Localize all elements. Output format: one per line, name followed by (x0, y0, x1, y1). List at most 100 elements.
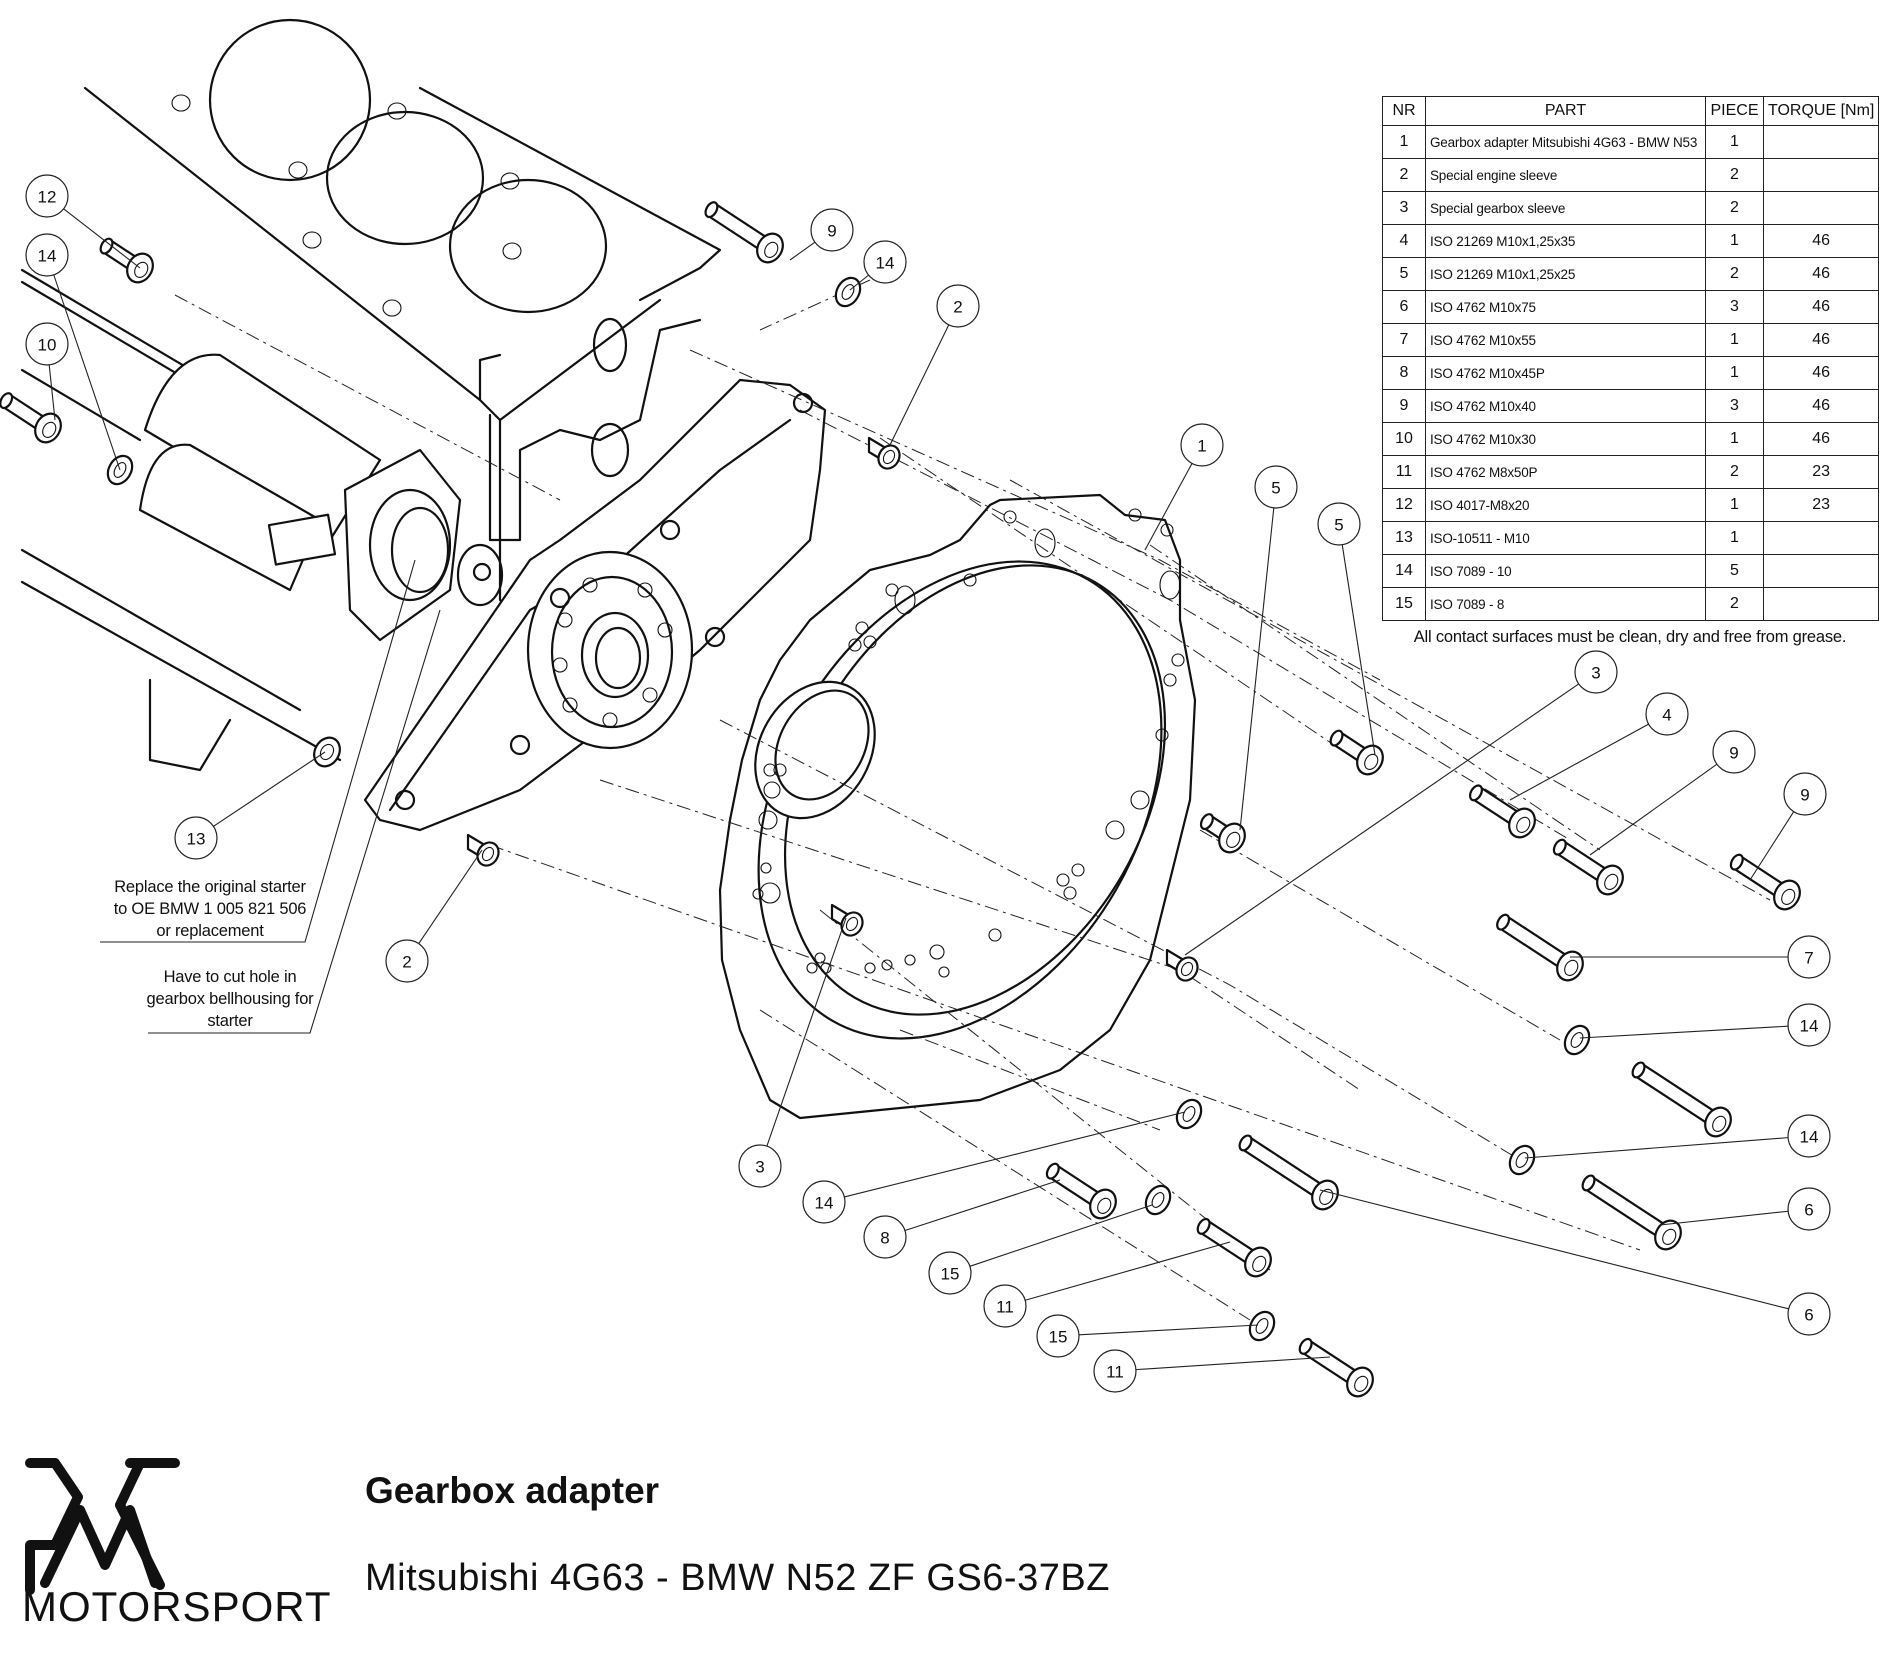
callout-balloon: 9 (1712, 730, 1756, 774)
callout-leader (789, 241, 816, 261)
cell-nr: 11 (1382, 455, 1426, 489)
callout-leader (1319, 1189, 1789, 1310)
callout-leader (1509, 723, 1649, 801)
washer-icon (1175, 1098, 1203, 1130)
callout-number: 14 (1800, 1128, 1819, 1147)
header-torque: TORQUE [Nm] (1762, 96, 1880, 126)
gearbox-adapter-plate (718, 493, 1197, 1120)
nut-icon (313, 736, 341, 768)
table-header-row: NR PART PIECE TORQUE [Nm] (1382, 96, 1880, 126)
pmc-logo-icon (25, 1458, 180, 1595)
header-piece: PIECE (1705, 96, 1764, 126)
callout-number: 9 (1729, 744, 1738, 763)
callout-leader (1144, 463, 1193, 551)
callout-number: 10 (38, 336, 57, 355)
callout-leader (1078, 1324, 1259, 1336)
cell-part: ISO 4762 M10x40 (1425, 389, 1706, 423)
note-line: or replacement (156, 922, 264, 940)
callout-balloon: 7 (1787, 935, 1831, 979)
cell-piece: 3 (1705, 290, 1764, 324)
note-line: Replace the original starter (114, 878, 306, 896)
cell-nr: 15 (1382, 587, 1426, 621)
cell-piece: 2 (1705, 191, 1764, 225)
cell-nr: 14 (1382, 554, 1426, 588)
callout-leader (889, 324, 950, 446)
callout-number: 2 (953, 298, 962, 317)
cell-piece: 1 (1705, 224, 1764, 258)
cell-piece: 1 (1705, 422, 1764, 456)
cell-part: ISO 4762 M10x30 (1425, 422, 1706, 456)
cut-hole-note: Have to cut hole in gearbox bellhousing … (140, 966, 320, 1032)
cell-part: ISO-10511 - M10 (1425, 521, 1706, 555)
cell-piece: 1 (1705, 356, 1764, 390)
callout-balloon: 4 (1645, 692, 1689, 736)
bolt-icon (1196, 1217, 1272, 1278)
cell-part: Special engine sleeve (1425, 158, 1706, 192)
cell-torque: 46 (1762, 323, 1880, 357)
callout-number: 7 (1804, 949, 1813, 968)
cell-piece: 5 (1705, 554, 1764, 588)
washer-icon (834, 276, 862, 308)
cell-piece: 1 (1705, 521, 1764, 555)
bolt-icon (1581, 1174, 1682, 1251)
assembly-note: All contact surfaces must be clean, dry … (1413, 628, 1847, 646)
washer-icon (1508, 1144, 1536, 1176)
callout-number: 15 (1049, 1328, 1068, 1347)
callout-leader (844, 1111, 1186, 1198)
cell-part: ISO 21269 M10x1,25x35 (1425, 224, 1706, 258)
callout-leader (53, 274, 121, 471)
bolt-icon (99, 237, 154, 284)
callout-leader (1749, 811, 1795, 881)
note-line: Have to cut hole in (163, 968, 297, 986)
cell-torque (1762, 554, 1880, 588)
callout-leader (1025, 1241, 1231, 1301)
callout-leader (1184, 683, 1580, 956)
cell-nr: 13 (1382, 521, 1426, 555)
washer-icon (1563, 1024, 1591, 1056)
callout-balloon: 2 (936, 284, 980, 328)
callout-number: 3 (755, 1158, 764, 1177)
brand-name: MOTORSPORT (22, 1583, 332, 1630)
cell-torque (1762, 191, 1880, 225)
cell-piece: 2 (1705, 455, 1764, 489)
callout-balloon: 14 (1787, 1003, 1831, 1047)
callout-leader (213, 751, 326, 827)
callout-leader (969, 1204, 1153, 1267)
callout-leader (766, 917, 847, 1147)
sleeve-icon (1165, 948, 1199, 982)
callout-balloon: 11 (1093, 1349, 1137, 1393)
callout-leader (1341, 544, 1376, 756)
callout-leader (63, 208, 141, 269)
cell-torque: 46 (1762, 389, 1880, 423)
note-line: starter (207, 1012, 253, 1030)
bolt-icon (1045, 1162, 1117, 1220)
callout-number: 11 (996, 1298, 1014, 1317)
callout-balloon: 1 (1180, 423, 1224, 467)
callout-leader (1589, 763, 1718, 856)
callout-balloon: 12 (25, 174, 69, 218)
cylinder-bore-1 (208, 18, 372, 182)
callout-leader (418, 849, 483, 944)
callout-balloon: 3 (738, 1144, 782, 1188)
callout-number: 5 (1334, 516, 1343, 535)
cell-piece: 2 (1705, 587, 1764, 621)
drawing-subtitle: Mitsubishi 4G63 - BMW N52 ZF GS6-37BZ (365, 1557, 1110, 1599)
callout-balloon: 14 (1787, 1114, 1831, 1158)
callout-balloon: 14 (25, 233, 69, 277)
callout-balloon: 8 (863, 1215, 907, 1259)
assembly-axes (174, 279, 1771, 1321)
callout-number: 4 (1662, 706, 1671, 725)
callout-balloon: 14 (802, 1180, 846, 1224)
cylinder-bore-2 (325, 110, 485, 246)
cell-part: ISO 4762 M10x45P (1425, 356, 1706, 390)
drawing-title: Gearbox adapter (365, 1470, 660, 1511)
callout-balloon: 13 (174, 816, 218, 860)
